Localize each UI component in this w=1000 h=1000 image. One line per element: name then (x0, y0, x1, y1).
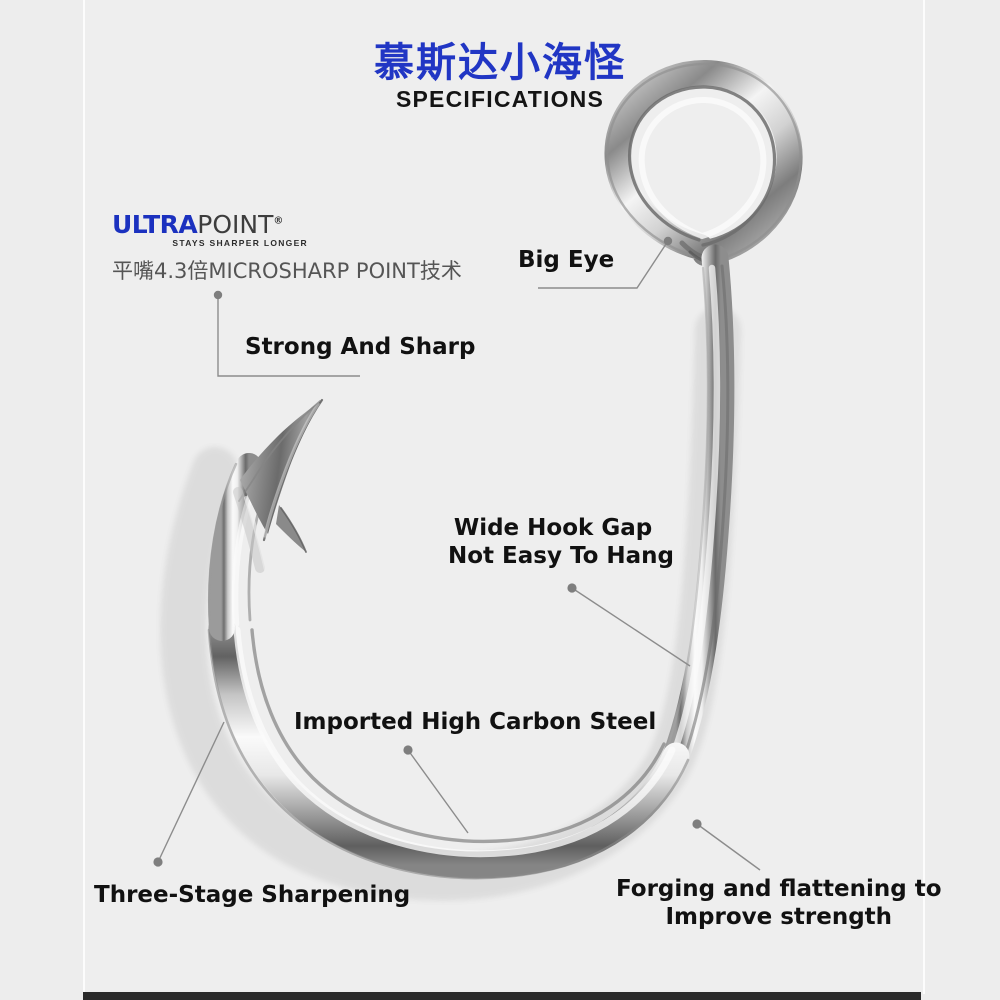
ultrapoint-wordmark: ULTRAPOINT® (112, 212, 512, 237)
registered-trademark-icon: ® (273, 215, 283, 227)
callout-three-stage-sharpening: Three-Stage Sharpening (94, 882, 411, 908)
callout-forging-line2: Improve strength (665, 904, 893, 931)
callout-strong-and-sharp: Strong And Sharp (245, 334, 476, 360)
callout-wide-hook-gap-line2: Not Easy To Hang (448, 543, 675, 570)
wordmark-primary: ULTRA (112, 210, 198, 239)
callout-wide-hook-gap: Wide Hook Gap Not Easy To Hang (432, 514, 674, 570)
ultrapoint-tagline: STAYS SHARPER LONGER (172, 238, 308, 248)
hook-bend (207, 614, 690, 880)
ultrapoint-chinese-caption: 平嘴4.3倍MICROSHARP POINT技术 (112, 259, 462, 283)
callout-imported-high-carbon-steel: Imported High Carbon Steel (294, 709, 657, 735)
callout-forging-line1: Forging and flattening to (616, 876, 942, 902)
callout-forging-and-flattening: Forging and flattening to Improve streng… (616, 875, 942, 931)
hook-eye (604, 59, 803, 266)
ultrapoint-logo-block: ULTRAPOINT® STAYS SHARPER LONGER 平嘴4.3倍M… (112, 212, 512, 285)
hook-shank (662, 244, 735, 770)
callout-wide-hook-gap-line1: Wide Hook Gap (453, 515, 653, 541)
hook-point-and-barb (233, 398, 324, 573)
wordmark-secondary: POINT (197, 210, 274, 239)
bottom-bar (83, 992, 921, 1000)
callout-big-eye: Big Eye (518, 247, 615, 273)
